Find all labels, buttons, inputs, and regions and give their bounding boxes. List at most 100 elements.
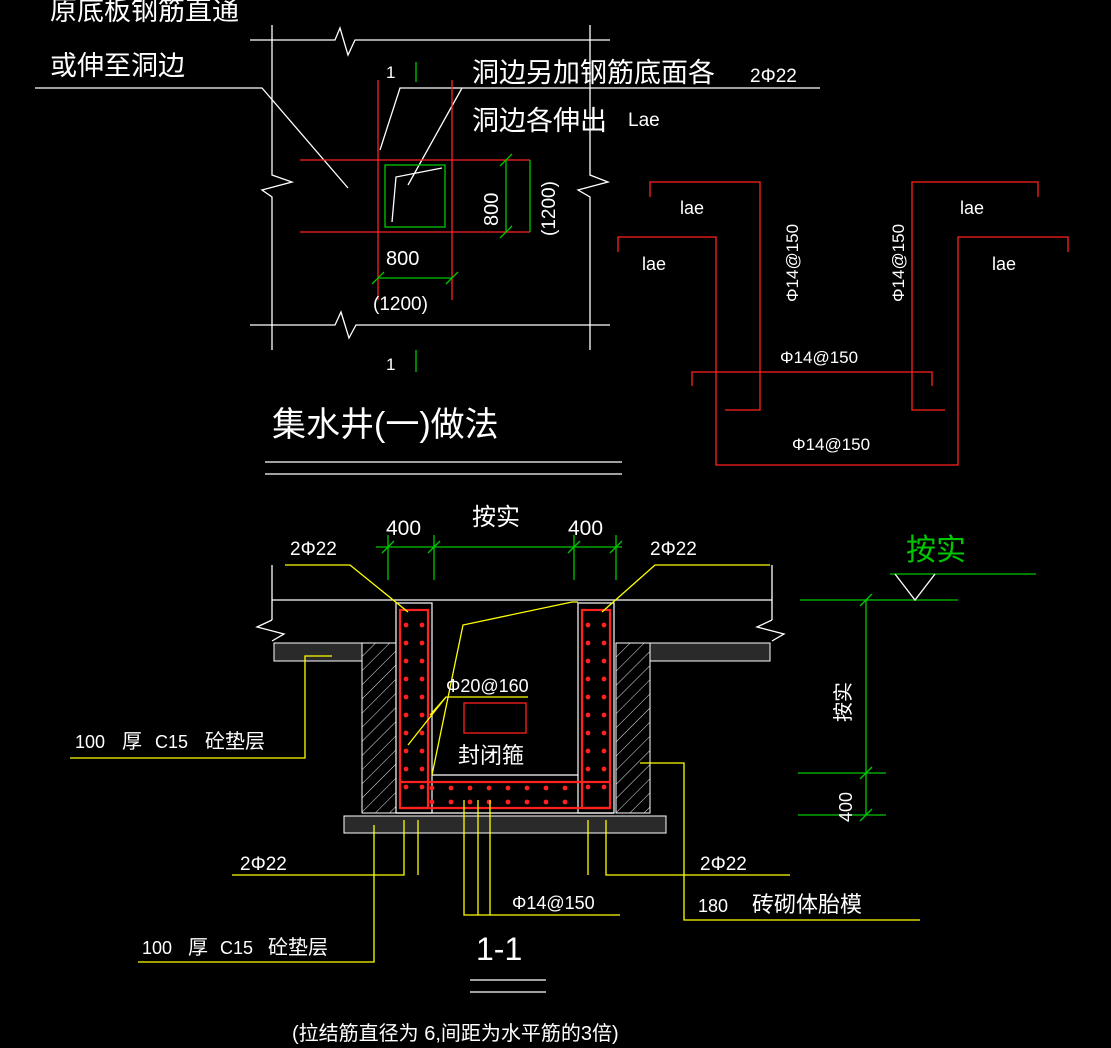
- rebar-dot: [585, 694, 591, 700]
- pad-label-left-thick: 厚: [122, 731, 142, 753]
- as-built-elevation: 按实: [906, 534, 966, 567]
- rebar-dot: [524, 799, 530, 805]
- rebar-dot: [403, 730, 409, 736]
- rebar-dot: [419, 712, 425, 718]
- brick-label-num: 180: [698, 896, 728, 916]
- rebar-dot: [448, 799, 454, 805]
- pad-label-bottom-name: 砼垫层: [268, 936, 328, 959]
- pad-label-left-num: 100: [75, 732, 105, 752]
- stirrup-label: Φ20@160: [446, 676, 529, 696]
- section-dimensions: [376, 535, 623, 580]
- detail-bar-vertical-right: Φ14@150: [889, 224, 908, 302]
- rebar-dot: [585, 730, 591, 736]
- detail-lae-2: lae: [960, 198, 984, 218]
- note-line-2: 或伸至洞边: [50, 51, 185, 81]
- rebar-dot: [429, 799, 435, 805]
- rebar-dot: [403, 748, 409, 754]
- rebar-dot: [585, 676, 591, 682]
- section-bar-bottom-right: 2Φ22: [700, 854, 747, 875]
- rebar-dot: [601, 640, 607, 646]
- pad-label-left-grade: C15: [155, 732, 188, 752]
- note-line-1: 原底板钢筋直通: [50, 0, 239, 26]
- rebar-dot: [585, 658, 591, 664]
- stirrup-note: 封闭箍: [458, 743, 524, 768]
- rebar-dot: [505, 785, 511, 791]
- stirrup-symbol: [463, 702, 527, 734]
- plan-bar-label: 2Φ22: [750, 66, 797, 87]
- inner-break-line: [431, 601, 578, 776]
- note-line-3: 洞边另加钢筋底面各: [472, 58, 715, 88]
- rebar-dot: [403, 766, 409, 772]
- rebar-dot: [419, 784, 425, 790]
- rebar-dot: [601, 784, 607, 790]
- rebar-dot: [585, 712, 591, 718]
- pad-label-left-name: 砼垫层: [205, 730, 265, 753]
- pad-label-bottom-grade: C15: [220, 938, 253, 958]
- detail-bar-middle: Φ14@150: [780, 348, 858, 367]
- rebar-dot: [419, 622, 425, 628]
- rebar-dot: [403, 712, 409, 718]
- bottom-bar-label: Φ14@150: [512, 893, 595, 913]
- section-mark-top: 1: [386, 63, 395, 82]
- rebar-dot: [585, 622, 591, 628]
- rebar-dot: [585, 640, 591, 646]
- rebar-dot: [429, 785, 435, 791]
- plan-dimensions: [371, 153, 531, 285]
- rebar-inner-left: [649, 181, 761, 411]
- section-bar-right: 2Φ22: [650, 539, 697, 560]
- rebar-dot: [601, 766, 607, 772]
- rebar-dot: [543, 799, 549, 805]
- rebar-dot: [585, 748, 591, 754]
- brick-label-name: 砖砌体胎模: [752, 892, 862, 917]
- rebar-dot: [601, 676, 607, 682]
- plan-slab-outline: [250, 25, 611, 350]
- detail-lae-1: lae: [680, 198, 704, 218]
- rebar-dot: [403, 622, 409, 628]
- rebar-detail: lae lae lae lae Φ14@150 Φ14@150 Φ14@150 …: [617, 181, 1069, 466]
- rebar-dot: [403, 784, 409, 790]
- rebar-middle-bar: [691, 371, 933, 386]
- rebar-dot: [403, 694, 409, 700]
- detail-bar-vertical-left: Φ14@150: [783, 224, 802, 302]
- plan-lae-label: Lae: [628, 110, 660, 131]
- rebar-dot: [419, 640, 425, 646]
- dim-1200-horizontal: (1200): [373, 294, 428, 315]
- dim-800-vertical: 800: [481, 193, 503, 226]
- rebar-dot: [562, 799, 568, 805]
- rebar-dot: [403, 658, 409, 664]
- dim-400-left: 400: [386, 517, 421, 540]
- rebar-dot: [419, 748, 425, 754]
- rebar-dot: [585, 784, 591, 790]
- rebar-dot: [601, 748, 607, 754]
- dim-400-right: 400: [568, 517, 603, 540]
- plan-title: 集水井(一)做法: [272, 406, 499, 444]
- detail-bar-bottom: Φ14@150: [792, 435, 870, 454]
- rebar-dot: [524, 785, 530, 791]
- rebar-outer-loop: [617, 236, 1069, 466]
- rebar-dot: [543, 785, 549, 791]
- note-line-4: 洞边各伸出: [472, 106, 607, 136]
- dim-as-built: 按实: [472, 504, 520, 531]
- rebar-dot: [486, 799, 492, 805]
- pad-label-bottom-thick: 厚: [188, 937, 208, 959]
- note-leader-1: [35, 87, 349, 189]
- pit-rebars: [398, 608, 612, 810]
- section-title: 1-1: [476, 931, 522, 967]
- note-leader-2: [379, 87, 820, 151]
- rebar-dot: [448, 785, 454, 791]
- rebar-dot: [419, 694, 425, 700]
- section-bar-left: 2Φ22: [290, 539, 337, 560]
- section-leaders: [70, 564, 920, 963]
- dim-400-vertical: 400: [836, 792, 856, 822]
- opening-outline: [384, 164, 446, 228]
- footnote: (拉结筋直径为 6,间距为水平筋的3倍): [292, 1022, 619, 1045]
- rebar-dot: [486, 785, 492, 791]
- detail-lae-3: lae: [642, 254, 666, 274]
- pad-label-bottom-num: 100: [142, 938, 172, 958]
- brick-wall-left: [361, 642, 397, 814]
- section-slab: [255, 565, 786, 642]
- detail-lae-4: lae: [992, 254, 1016, 274]
- opening-break: [391, 167, 443, 223]
- pit-walls: [395, 602, 615, 814]
